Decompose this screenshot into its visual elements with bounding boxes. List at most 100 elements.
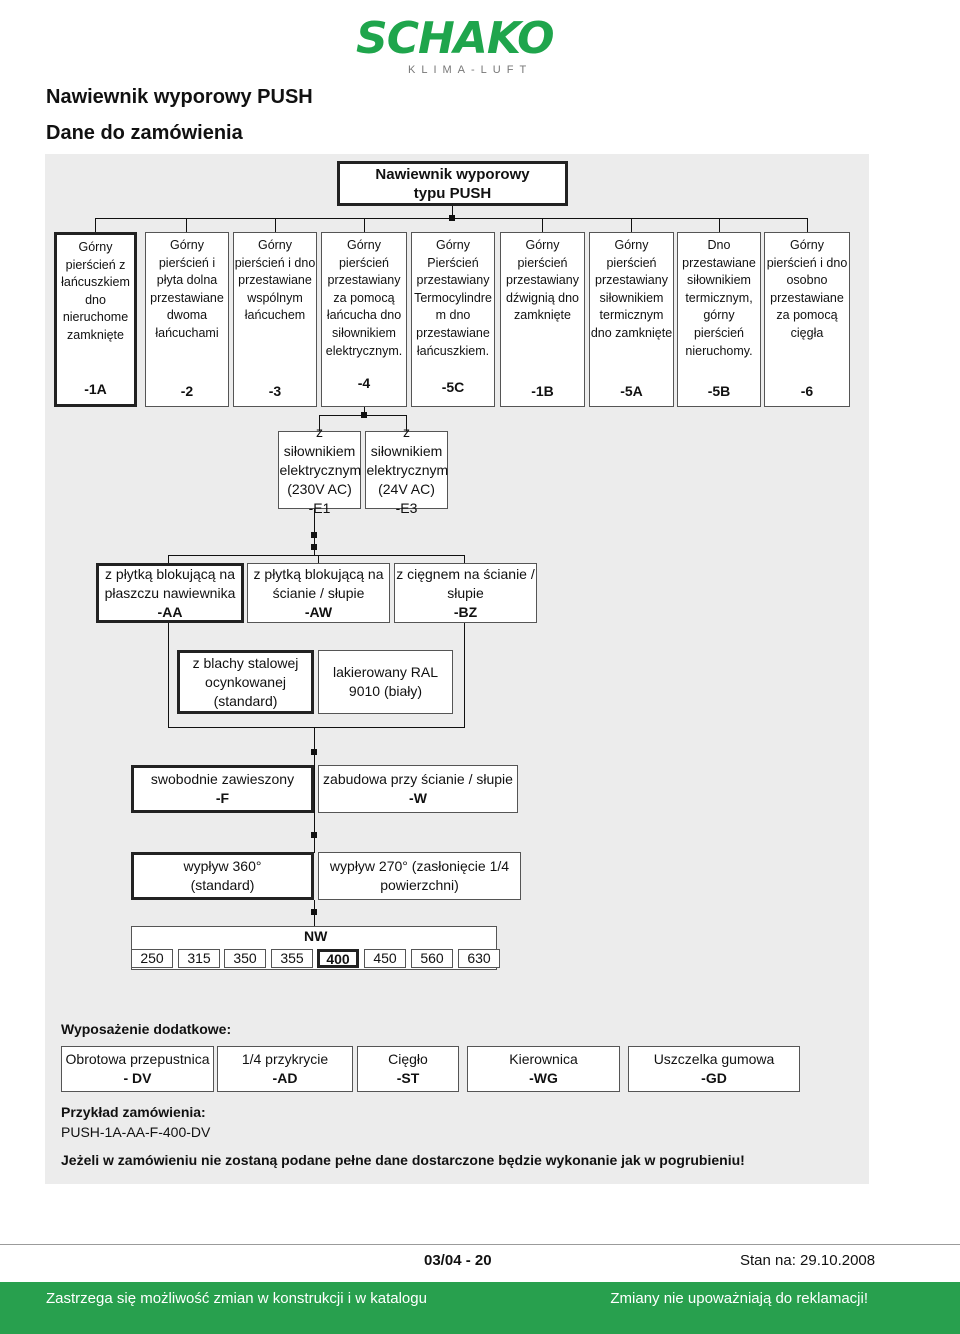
- mounting-code: -BZ: [453, 603, 478, 620]
- footer-divider: [0, 1244, 960, 1245]
- mounting-label: z płytką blokującą na ścianie / słupie: [253, 565, 384, 601]
- actuator-e1: z siłownikiem elektrycznym (230V AC) -E1: [278, 424, 361, 516]
- outflow-label: wypływ 270° (zasłonięcie 1/4 powierzchni…: [329, 858, 510, 893]
- connector: [719, 218, 720, 232]
- actuator-label: z siłownikiem elektrycznym (24V AC): [366, 423, 449, 497]
- footer-disclaimer-right: Zmiany nie upoważniają do reklamacji!: [610, 1290, 868, 1307]
- finish-label: z blachy stalowej ocynkowanej (standard): [192, 654, 299, 709]
- mounting-code: -AW: [304, 603, 333, 620]
- variant-5a: Górny pierścień przestawiany siłownikiem…: [589, 232, 674, 407]
- variant-3: Górny pierścień i dno przestawiane wspól…: [233, 232, 317, 407]
- order-example-value: PUSH-1A-AA-F-400-DV: [61, 1124, 211, 1140]
- junction-dot: [311, 544, 317, 550]
- page-number: 03/04 - 20: [424, 1252, 492, 1269]
- mounting-label: z płytką blokującą na płaszczu nawiewnik…: [104, 565, 236, 601]
- mounting-bz: z cięgnem na ścianie / słupie -BZ: [394, 563, 537, 623]
- nw-size-250: 250: [131, 949, 173, 968]
- junction-dot: [311, 532, 317, 538]
- install-wall: zabudowa przy ścianie / słupie -W: [318, 765, 518, 813]
- accessory-code: -ST: [396, 1070, 420, 1086]
- connector: [631, 218, 632, 232]
- connector: [364, 407, 365, 415]
- variant-4: Górny pierścień przestawiany za pomocą ł…: [321, 232, 407, 407]
- connector: [319, 415, 320, 431]
- nw-label: NW: [304, 928, 328, 944]
- variant-label: Górny Pierścień przestawiany Termocylind…: [414, 238, 492, 358]
- junction-dot: [311, 749, 317, 755]
- install-code: -F: [215, 790, 230, 806]
- accessory-code: -AD: [272, 1070, 298, 1086]
- variant-code: -5B: [707, 383, 731, 399]
- page-title: Nawiewnik wyporowy PUSH: [46, 86, 313, 108]
- actuator-label: z siłownikiem elektrycznym (230V AC): [279, 423, 362, 497]
- variant-label: Górny pierścień z łańcuszkiem dno nieruc…: [61, 240, 130, 342]
- variant-code: -5A: [620, 383, 643, 399]
- default-note: Jeżeli w zamówieniu nie zostaną podane p…: [61, 1152, 745, 1168]
- connector: [406, 415, 407, 431]
- nw-size-450: 450: [364, 949, 406, 968]
- mounting-code: -AA: [157, 603, 183, 620]
- variant-code: -2: [180, 383, 194, 399]
- accessory-dv: Obrotowa przepustnica - DV: [61, 1046, 214, 1092]
- variant-2: Górny pierścień i płyta dolna przestawia…: [145, 232, 229, 407]
- outflow-label: wypływ 360° (standard): [183, 858, 262, 893]
- actuator-e3: z siłownikiem elektrycznym (24V AC) -E3: [365, 424, 448, 516]
- variant-label: Górny pierścień i dno przestawiane wspól…: [234, 238, 316, 323]
- connector: [95, 218, 96, 232]
- variant-label: Górny pierścień i dno osobno przestawian…: [766, 238, 848, 340]
- variant-label: Górny pierścień przestawiany dźwignią dn…: [506, 238, 579, 323]
- connector: [168, 623, 169, 727]
- variant-label: Górny pierścień przestawiany za pomocą ł…: [325, 238, 403, 358]
- nw-size-400: 400: [317, 949, 359, 968]
- accessory-label: Obrotowa przepustnica: [65, 1051, 210, 1067]
- variant-5b: Dno przestawiane siłownikiem termicznym,…: [677, 232, 761, 407]
- accessory-label: Uszczelka gumowa: [653, 1051, 775, 1067]
- accessory-label: Cięgło: [388, 1051, 428, 1067]
- accessory-code: -GD: [701, 1070, 727, 1086]
- variant-label: Dno przestawiane siłownikiem termicznym,…: [682, 238, 756, 358]
- footer-disclaimer-left: Zastrzega się możliwość zmian w konstruk…: [46, 1290, 427, 1307]
- variant-label: Górny pierścień i płyta dolna przestawia…: [150, 238, 224, 340]
- connector: [364, 218, 365, 232]
- connector: [314, 813, 315, 853]
- connector: [275, 218, 276, 232]
- outflow-270: wypływ 270° (zasłonięcie 1/4 powierzchni…: [318, 852, 521, 900]
- actuator-code: -E3: [395, 499, 418, 516]
- nw-size-350: 350: [224, 949, 266, 968]
- accessory-code: - DV: [123, 1070, 152, 1086]
- connector: [186, 218, 187, 232]
- nw-size-315: 315: [178, 949, 220, 968]
- finish-ral9010: lakierowany RAL 9010 (biały): [318, 650, 453, 714]
- connector: [314, 765, 315, 827]
- install-free: swobodnie zawieszony -F: [131, 765, 314, 813]
- finish-label: lakierowany RAL 9010 (biały): [332, 664, 439, 699]
- outflow-360: wypływ 360° (standard): [131, 852, 314, 900]
- connector: [314, 727, 315, 765]
- accessory-label: 1/4 przykrycie: [241, 1051, 329, 1067]
- install-label: swobodnie zawieszony: [150, 771, 295, 787]
- connector: [168, 727, 465, 728]
- connector: [168, 555, 465, 556]
- variant-5c: Górny Pierścień przestawiany Termocylind…: [411, 232, 495, 407]
- variant-code: -1A: [84, 381, 107, 397]
- nw-size-630: 630: [458, 949, 500, 968]
- variant-code: -1B: [531, 383, 554, 399]
- variant-code: -4: [357, 375, 371, 391]
- connector: [464, 555, 465, 564]
- accessory-ad: 1/4 przykrycie -AD: [217, 1046, 353, 1092]
- accessory-gd: Uszczelka gumowa -GD: [628, 1046, 800, 1092]
- logo-wordmark: SCHAKO: [356, 13, 555, 64]
- order-example-label: Przykład zamówienia:: [61, 1104, 206, 1120]
- nw-size-560: 560: [411, 949, 453, 968]
- finish-galvanized: z blachy stalowej ocynkowanej (standard): [177, 650, 314, 714]
- junction-dot: [311, 909, 317, 915]
- accessories-title: Wyposażenie dodatkowe:: [61, 1021, 232, 1037]
- footer-bar: [0, 1282, 960, 1334]
- variant-1a: Górny pierścień z łańcuszkiem dno nieruc…: [54, 232, 137, 407]
- install-code: -W: [409, 790, 427, 806]
- logo-subtitle: KLIMA-LUFT: [408, 64, 533, 76]
- connector: [542, 218, 543, 232]
- accessory-code: -WG: [529, 1070, 558, 1086]
- variant-6: Górny pierścień i dno osobno przestawian…: [764, 232, 850, 407]
- root-label: Nawiewnik wyporowy typu PUSH: [375, 165, 530, 202]
